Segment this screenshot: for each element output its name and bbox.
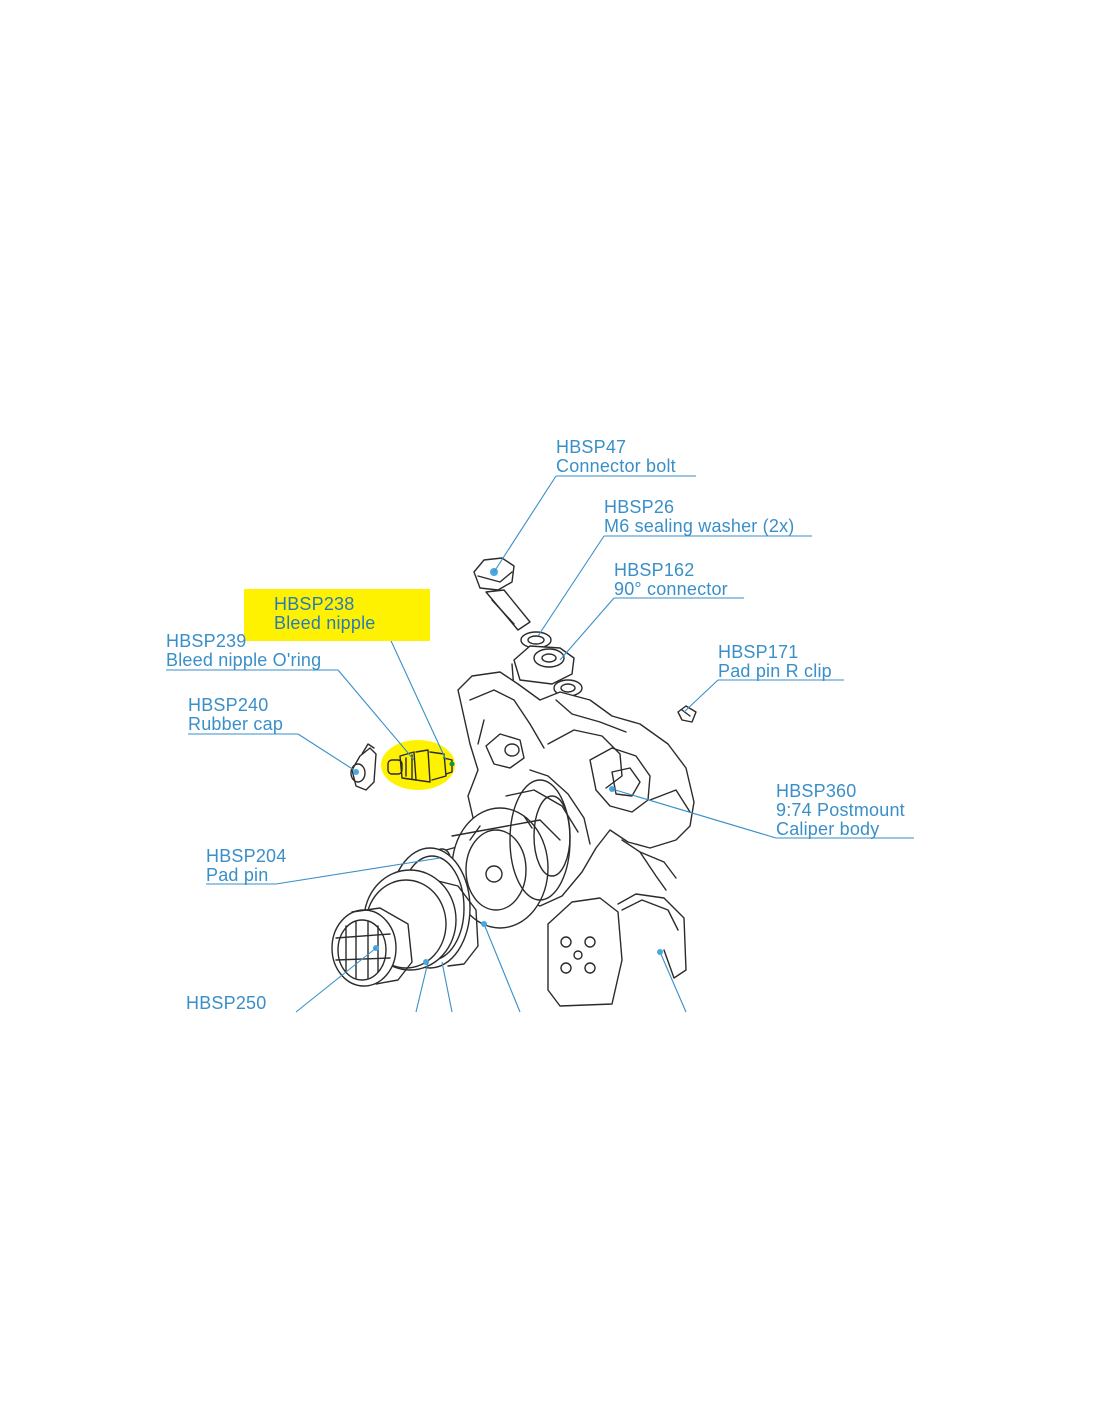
part-name: Pad pin	[206, 865, 269, 885]
leader-line-hbsp162	[559, 597, 744, 661]
part-name: 9:74 Postmount	[776, 800, 905, 820]
ninety-degree-connector-part	[511, 645, 575, 701]
leader-line-hbsp360	[611, 788, 914, 839]
rubber-cap-part	[350, 743, 377, 791]
part-label-hbsp250[interactable]: HBSP250	[186, 994, 266, 1013]
part-name: Bleed nipple O'ring	[166, 650, 322, 670]
leader-line-hbsp240	[188, 733, 355, 771]
part-name: M6 sealing washer (2x)	[604, 516, 795, 536]
brake-pads-part	[547, 839, 687, 1007]
pad-pin-r-clip-part	[677, 705, 697, 723]
part-code: HBSP240	[188, 695, 269, 715]
part-name: Bleed nipple	[274, 613, 376, 633]
leader-line-hbsp204	[206, 857, 441, 885]
leader-line-hbsp171	[683, 679, 844, 713]
part-code: HBSP239	[166, 631, 247, 651]
part-name: Connector bolt	[556, 456, 676, 476]
leader-line-hbsp47	[493, 475, 696, 573]
piston-cup-part	[331, 907, 413, 987]
part-code: HBSP360	[776, 781, 857, 801]
leader-line-pad	[659, 951, 687, 1013]
part-code: HBSP238	[274, 594, 355, 614]
part-name-line2: Caliper body	[776, 819, 880, 839]
part-name: Pad pin R clip	[718, 661, 832, 681]
part-code: HBSP171	[718, 642, 799, 662]
leader-line-piston	[483, 923, 521, 1013]
part-label-hbsp171[interactable]: HBSP171 Pad pin R clip	[718, 643, 832, 681]
part-name: 90° connector	[614, 579, 728, 599]
piston-part	[451, 779, 571, 929]
part-label-hbsp47[interactable]: HBSP47 Connector bolt	[556, 438, 676, 476]
label-highlight-box	[244, 589, 430, 641]
leader-line-seal-a	[415, 961, 429, 1013]
part-code: HBSP250	[186, 993, 267, 1013]
leader-line-seal-b	[441, 961, 453, 1013]
part-label-hbsp240[interactable]: HBSP240 Rubber cap	[188, 696, 283, 734]
part-code: HBSP47	[556, 437, 627, 457]
part-label-hbsp26[interactable]: HBSP26 M6 sealing washer (2x)	[604, 498, 794, 536]
part-label-hbsp238[interactable]: HBSP238 Bleed nipple	[274, 595, 375, 633]
leader-line-hbsp26	[537, 535, 812, 637]
leader-line-hbsp250	[295, 947, 377, 1013]
part-label-hbsp162[interactable]: HBSP162 90° connector	[614, 561, 728, 599]
part-label-hbsp204[interactable]: HBSP204 Pad pin	[206, 847, 286, 885]
part-label-hbsp239[interactable]: HBSP239 Bleed nipple O'ring	[166, 632, 321, 670]
part-name: Rubber cap	[188, 714, 284, 734]
part-code: HBSP26	[604, 497, 675, 517]
bleed-nipple-part	[387, 749, 455, 783]
part-label-hbsp360[interactable]: HBSP360 9:74 Postmount Caliper body	[776, 782, 905, 839]
leader-line-hbsp239	[166, 669, 415, 761]
part-code: HBSP204	[206, 846, 287, 866]
part-code: HBSP162	[614, 560, 695, 580]
connector-bolt-part	[473, 557, 531, 631]
